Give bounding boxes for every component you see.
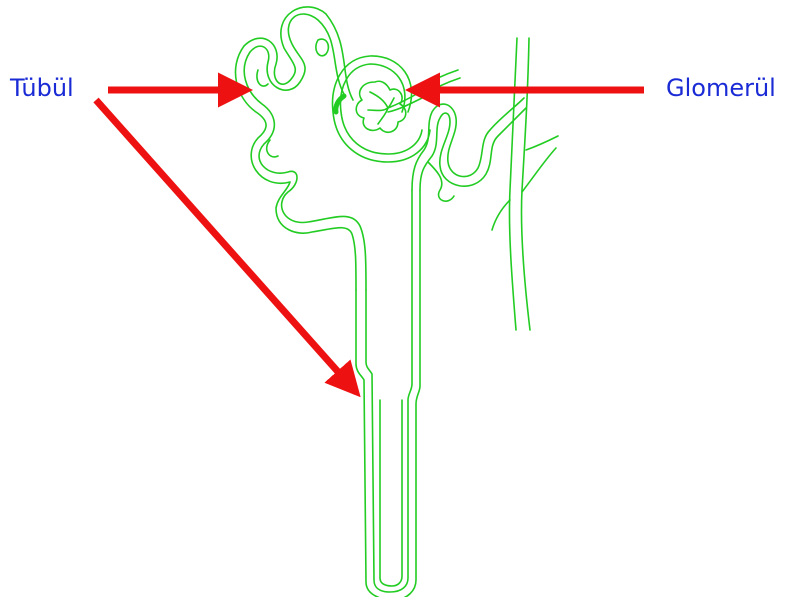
- glomerulus-tuft: [356, 70, 460, 132]
- nephron-outline: [235, 7, 558, 597]
- tubule-label: Tübül: [10, 74, 74, 102]
- distal-convoluted-tubule: [412, 98, 526, 201]
- glomerulus-label: Glomerül: [666, 74, 776, 102]
- bowmans-capsule: [333, 56, 430, 162]
- collecting-duct: [492, 38, 558, 330]
- proximal-convoluted-tubule: [235, 7, 366, 290]
- pointer-arrows: [96, 90, 644, 392]
- tubule-arrow-diagonal: [96, 100, 356, 392]
